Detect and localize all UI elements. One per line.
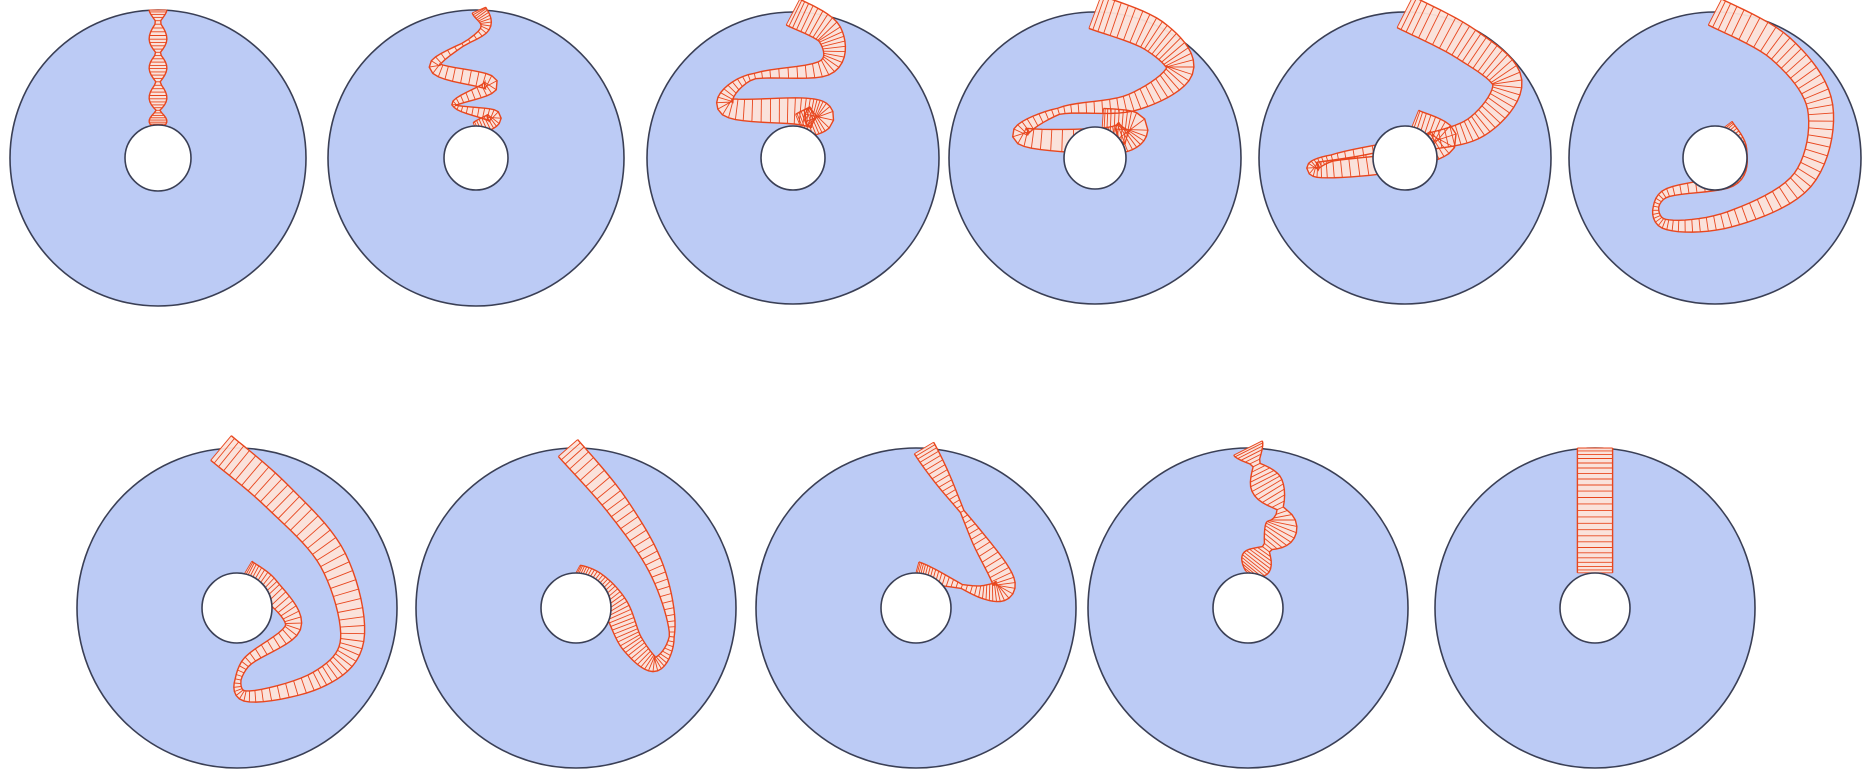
inner-hole [1560,573,1630,643]
panel-2 [328,7,624,306]
inner-hole [125,125,191,191]
inner-hole [1683,126,1747,190]
panel-8 [416,440,736,768]
inner-hole [1064,127,1126,189]
inner-hole [1213,573,1283,643]
panel-9 [756,442,1076,768]
panel-1 [10,10,306,306]
panel-4 [949,0,1241,304]
inner-hole [541,573,611,643]
panel-11 [1435,448,1755,768]
inner-hole [881,573,951,643]
panel-10 [1088,441,1408,768]
inner-hole [1373,126,1437,190]
panel-6 [1569,0,1861,304]
twisted-ribbon [1577,448,1612,573]
panel-3 [647,0,939,304]
inner-hole [761,126,825,190]
panel-7 [77,436,397,768]
inner-hole [202,573,272,643]
inner-hole [444,126,508,190]
panel-5 [1259,0,1551,304]
